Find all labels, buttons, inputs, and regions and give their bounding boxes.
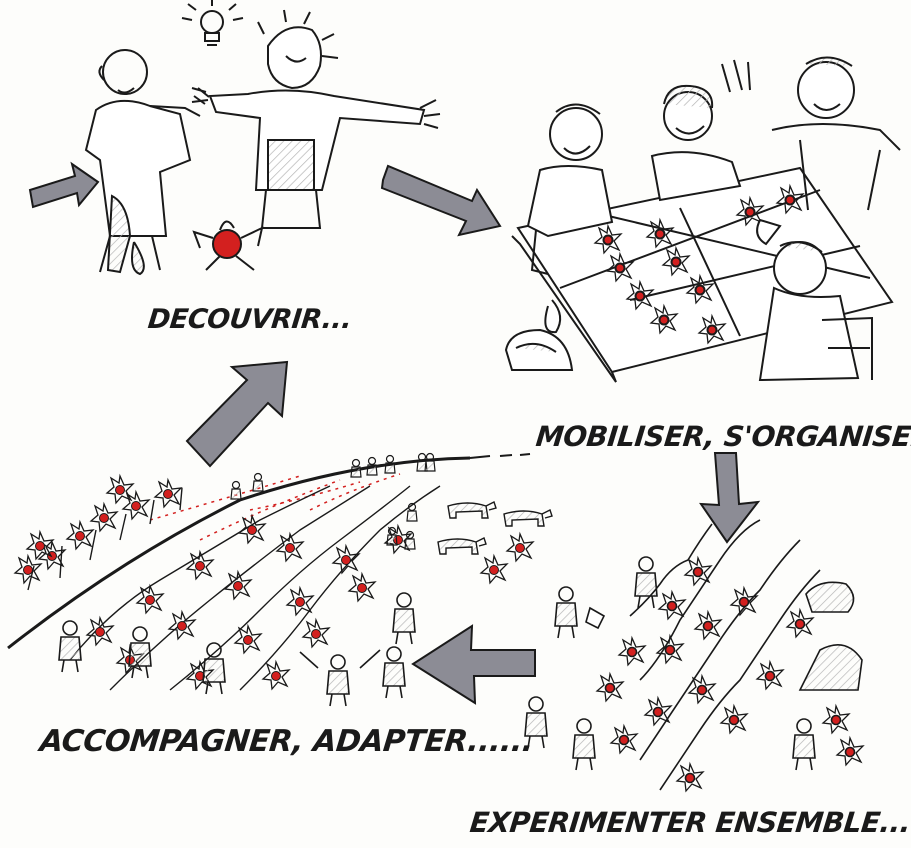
discover-scene <box>84 0 441 276</box>
arrow-icon <box>28 161 100 209</box>
hillside <box>7 456 471 650</box>
arrow-icon <box>411 624 536 705</box>
accompany-scene <box>7 452 553 707</box>
mobilise-scene <box>504 56 901 383</box>
caption-accompany: ACCOMPAGNER, ADAPTER...... <box>38 724 536 759</box>
caption-mobilise: MOBILISER, S'ORGANISER... <box>534 420 911 453</box>
arrow-icon <box>380 164 502 237</box>
experiment-scene <box>524 519 864 792</box>
arrow-icon <box>185 360 289 468</box>
lightbulb-icon <box>181 0 244 46</box>
caption-discover: DECOUVRIR... <box>146 304 353 335</box>
caption-experiment: EXPERIMENTER ENSEMBLE... <box>468 806 911 839</box>
arrow-icon <box>699 452 761 544</box>
